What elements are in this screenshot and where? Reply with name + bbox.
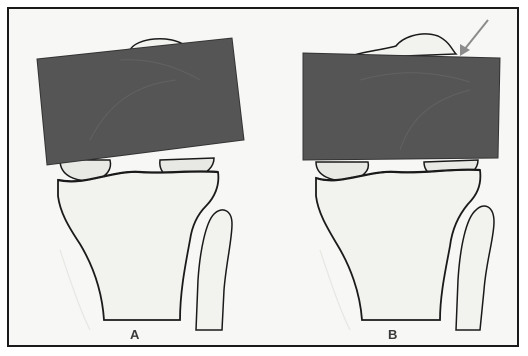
tibia-b bbox=[316, 170, 480, 320]
panel-a bbox=[37, 38, 244, 330]
panel-label-b: B bbox=[388, 327, 398, 342]
fibula-b bbox=[456, 206, 494, 330]
panel-b bbox=[303, 20, 500, 330]
dark-block-b bbox=[303, 53, 500, 160]
tibia-a bbox=[58, 171, 218, 320]
pointer-arrow-icon bbox=[460, 20, 488, 56]
panel-label-a: A bbox=[130, 327, 140, 342]
dark-block-a bbox=[37, 38, 244, 165]
fibula-a bbox=[196, 210, 232, 330]
